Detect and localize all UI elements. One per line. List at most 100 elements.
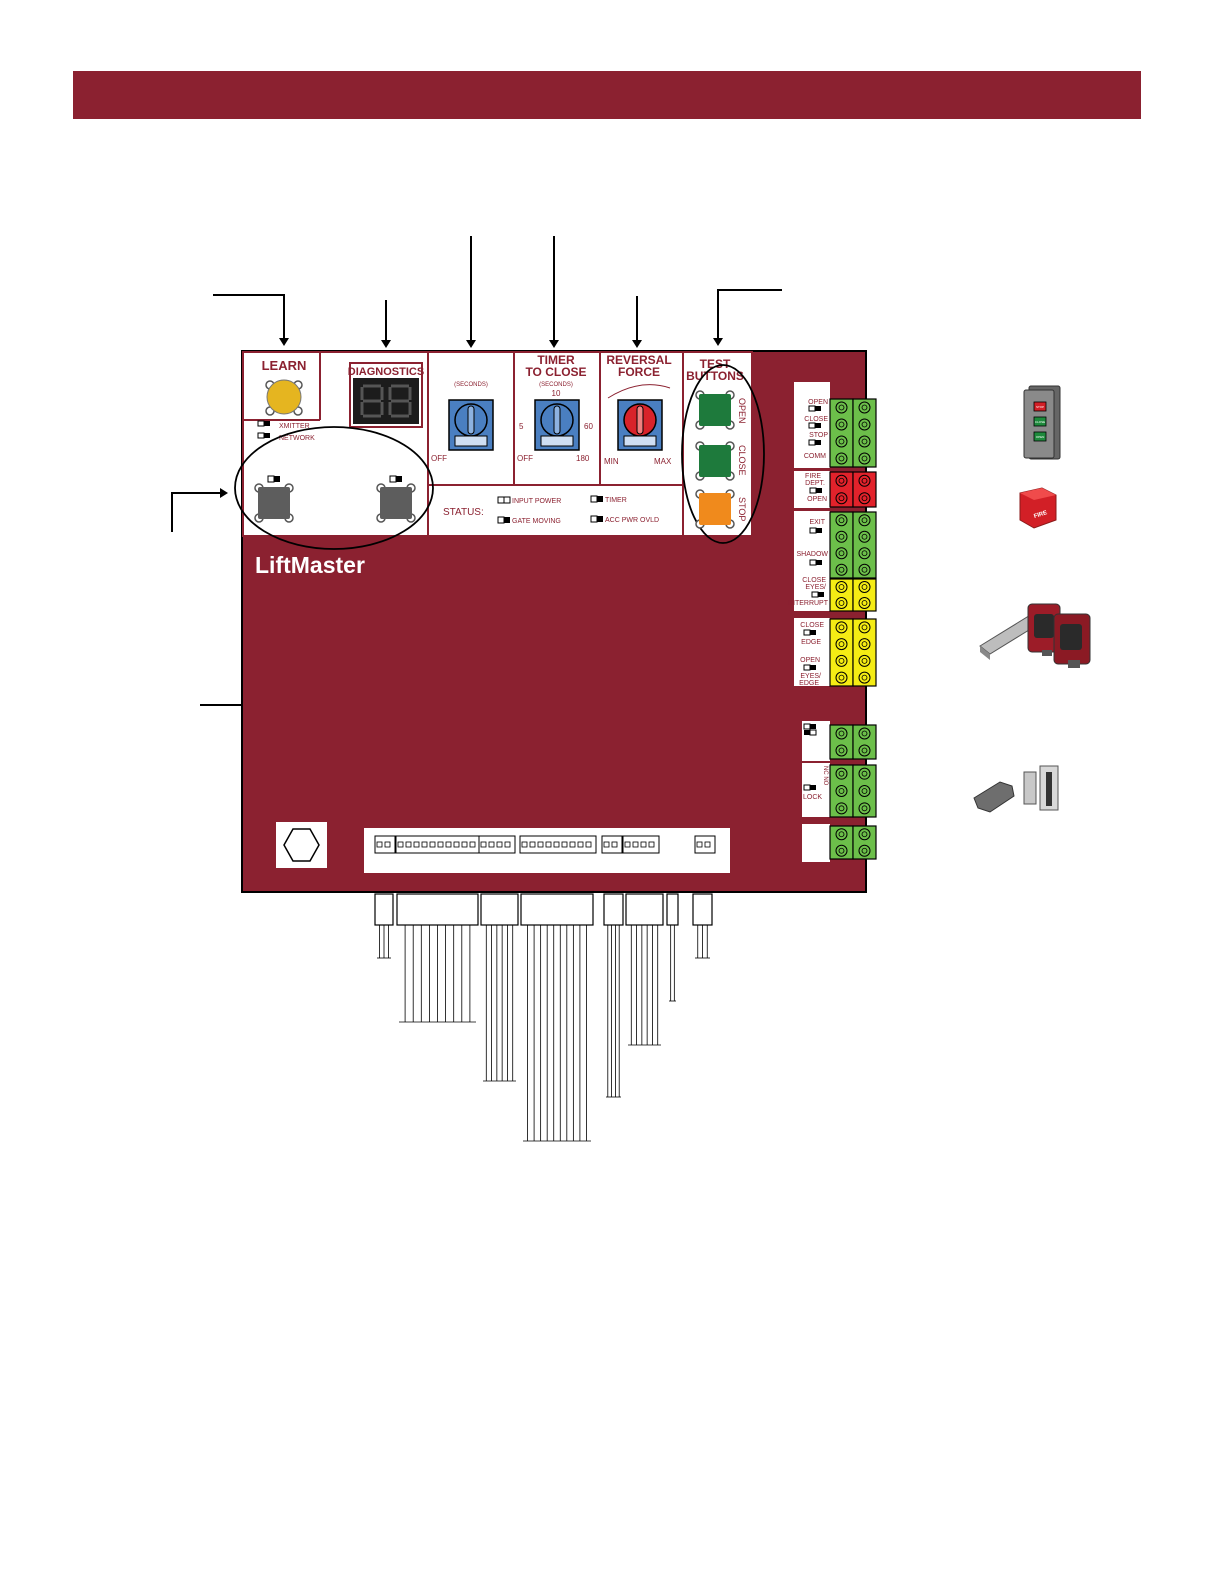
ttc-off-label: OFF <box>517 454 533 463</box>
terminal-screw-block <box>829 398 854 468</box>
learn-title: LEARN <box>262 358 307 373</box>
terminal-screw <box>858 727 871 740</box>
station-btn-3: OPEN <box>1036 435 1045 439</box>
term-eyes-interrupt: EYES/ <box>805 584 826 591</box>
diagnostics-display <box>353 378 419 424</box>
terminal-screw-block <box>852 764 877 818</box>
terminal-screw-block <box>852 724 877 760</box>
terminal-screw <box>858 767 871 780</box>
wire-connector-plug <box>625 893 664 926</box>
term-lock: LOCK <box>803 794 822 801</box>
terminal-screw <box>835 767 848 780</box>
terminal-screw <box>835 530 848 543</box>
reversal-force-section: REVERSAL FORCE MIN MAX <box>604 353 672 466</box>
ttc-title-2: TO CLOSE <box>525 365 586 379</box>
terminal-screw <box>858 514 871 527</box>
term-shadow: SHADOW <box>797 551 829 558</box>
terminal-screw <box>858 802 871 815</box>
timer-knob[interactable] <box>448 399 494 451</box>
network-buttons-highlight-oval <box>234 426 434 550</box>
ttc-180-label: 180 <box>576 454 590 463</box>
terminal-screw <box>858 435 871 448</box>
term-comm: COMM <box>804 453 826 460</box>
terminal-screw <box>858 492 871 505</box>
terminal-screw <box>858 418 871 431</box>
terminal-screw <box>835 828 848 841</box>
hex-nut-icon <box>283 828 320 862</box>
test-stop-button[interactable] <box>695 489 735 529</box>
wire-connector-plug <box>603 893 624 926</box>
test-buttons-section: TEST BUTTONS OPEN CLOSE STOP <box>681 357 765 544</box>
terminal-screw <box>858 654 871 667</box>
left-grey-button[interactable] <box>254 475 294 523</box>
term-exit: EXIT <box>809 519 825 526</box>
test-buttons-highlight-oval <box>681 364 765 544</box>
term-eyes-edge: EYES/ <box>800 673 821 680</box>
terminal-screw <box>835 492 848 505</box>
terminal-screw <box>835 727 848 740</box>
status-section: STATUS: INPUT POWER GATE MOVING TIMER AC… <box>443 495 659 525</box>
control-panel <box>242 351 753 537</box>
rf-title-2: FORCE <box>618 365 660 379</box>
timer-to-close-knob[interactable] <box>534 399 580 451</box>
term-fire: FIRE <box>805 473 821 480</box>
terminal-screw <box>835 654 848 667</box>
connector-pins <box>374 835 716 854</box>
ttc-10-label: 10 <box>552 389 561 398</box>
status-gate-moving: GATE MOVING <box>512 518 561 525</box>
ttc-60-label: 60 <box>584 422 593 431</box>
status-input-power: INPUT POWER <box>512 498 561 505</box>
tb-open-label: OPEN <box>737 398 747 424</box>
buttons-callout-arrow <box>171 488 228 532</box>
terminal-screw <box>835 401 848 414</box>
terminal-screw-block <box>829 471 854 508</box>
terminal-screw <box>835 744 848 757</box>
test-open-button[interactable] <box>695 390 735 430</box>
wire-connector-plug <box>666 893 679 926</box>
terminal-screw <box>835 474 848 487</box>
terminal-columns <box>829 398 877 860</box>
terminal-screw <box>858 401 871 414</box>
terminal-screw <box>835 671 848 684</box>
terminal-screw <box>858 621 871 634</box>
xmitter-label: XMITTER <box>279 423 310 430</box>
reversal-force-knob[interactable] <box>617 399 663 451</box>
term-interrupt: INTERRUPT <box>788 600 829 607</box>
test-close-button[interactable] <box>695 441 735 481</box>
rf-min-label: MIN <box>604 457 619 466</box>
wire-connector-plug <box>520 893 594 926</box>
terminal-screw <box>858 581 871 593</box>
terminal-screw <box>858 563 871 576</box>
timer-off-label: OFF <box>431 454 447 463</box>
fire-box-icon: FIRE <box>1019 487 1057 529</box>
wire-connector-plug <box>480 893 519 926</box>
ttc-seconds-label: (SECONDS) <box>539 382 573 388</box>
ttc-title-1: TIMER <box>537 353 575 367</box>
terminal-screw <box>835 597 848 609</box>
terminal-screw <box>835 621 848 634</box>
tb-title-2: BUTTONS <box>686 369 744 383</box>
terminal-screw <box>835 802 848 815</box>
terminal-screw-block <box>852 511 877 579</box>
photo-eyes-icon <box>979 603 1091 668</box>
wire-connector-plug <box>374 893 394 926</box>
terminal-screw <box>835 563 848 576</box>
term-edge: EDGE <box>801 639 821 646</box>
status-label: STATUS: <box>443 507 484 518</box>
status-acc-pwr-ovld: ACC PWR OVLD <box>605 517 659 524</box>
term-fire-open: OPEN <box>807 496 827 503</box>
term-open: OPEN <box>808 399 828 406</box>
wire-connector-plug <box>692 893 713 926</box>
terminal-screw <box>858 597 871 609</box>
terminal-blocks: OPEN CLOSE STOP COMM FIRE DEPT. OPEN EXI… <box>788 382 877 862</box>
learn-button[interactable] <box>265 379 303 416</box>
terminal-screw <box>835 418 848 431</box>
brand-logo: LiftMaster <box>255 552 365 578</box>
term-open-eyes: OPEN <box>800 657 820 664</box>
terminal-screw <box>858 785 871 797</box>
three-button-station-icon: STOP CLOSE OPEN <box>1023 385 1061 460</box>
terminal-screw <box>835 785 848 797</box>
right-grey-button[interactable] <box>376 475 416 523</box>
terminal-screw <box>835 452 848 465</box>
